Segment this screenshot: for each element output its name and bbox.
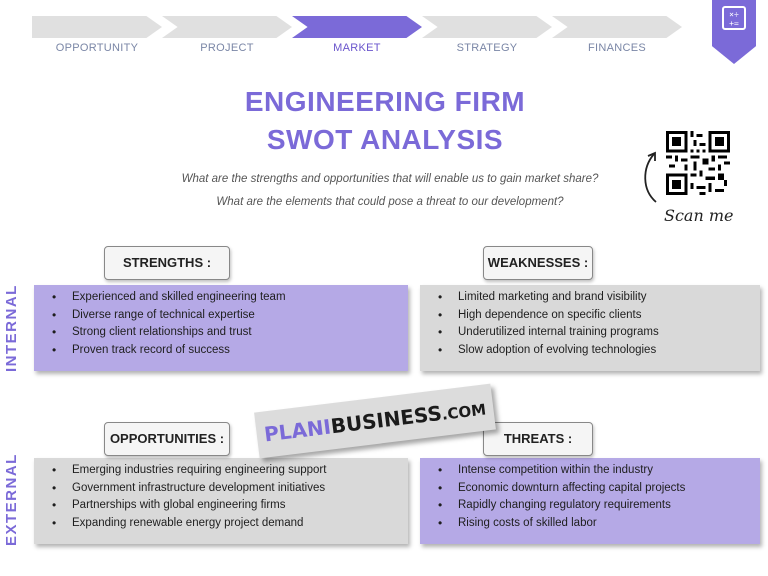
planibusiness-watermark: PLANIBUSINESS.COM: [254, 383, 496, 459]
list-item: Experienced and skilled engineering team: [52, 289, 400, 307]
external-label: EXTERNAL: [3, 453, 20, 546]
process-steps: OPPORTUNITY PROJECT MARKET STRATEGY FINA…: [32, 16, 682, 60]
page-title-line1: ENGINEERING FIRM: [244, 86, 526, 117]
opportunities-box: Emerging industries requiring engineerin…: [34, 458, 408, 544]
threats-box: Intense competition within the industry …: [420, 458, 760, 544]
step-label: OPPORTUNITY: [55, 42, 139, 54]
list-item: Rising costs of skilled labor: [438, 515, 752, 533]
strengths-header: STRENGTHS :: [104, 246, 230, 280]
step-chevron: [422, 16, 552, 38]
list-item: Partnerships with global engineering fir…: [52, 497, 400, 515]
curved-arrow-icon: [644, 151, 657, 203]
watermark-part1: PLANI: [262, 414, 333, 447]
list-item: High dependence on specific clients: [438, 307, 752, 325]
corner-flag[interactable]: ×÷+=: [712, 0, 756, 64]
step-chevron: [552, 16, 682, 38]
list-item: Diverse range of technical expertise: [52, 307, 400, 325]
calculator-icon: ×÷+=: [722, 6, 746, 30]
step-label: FINANCES: [587, 42, 647, 54]
step-chevron: [292, 16, 422, 38]
step-finances[interactable]: FINANCES: [552, 16, 682, 60]
list-item: Economic downturn affecting capital proj…: [438, 480, 752, 498]
page-title-line2: SWOT ANALYSIS: [266, 124, 504, 155]
step-chevron: [162, 16, 292, 38]
strengths-box: Experienced and skilled engineering team…: [34, 285, 408, 371]
question-2: What are the elements that could pose a …: [216, 196, 564, 208]
qr-code-icon[interactable]: [666, 131, 730, 195]
step-label: STRATEGY: [456, 42, 518, 54]
threats-header: THREATS :: [483, 422, 593, 456]
list-item: Limited marketing and brand visibility: [438, 289, 752, 307]
step-market[interactable]: MARKET: [292, 16, 422, 60]
list-item: Proven track record of success: [52, 342, 400, 360]
list-item: Government infrastructure development in…: [52, 480, 400, 498]
watermark-part2: BUSINESS: [329, 400, 444, 439]
list-item: Underutilized internal training programs: [438, 324, 752, 342]
opportunities-header: OPPORTUNITIES :: [104, 422, 230, 456]
step-chevron: [32, 16, 162, 38]
list-item: Emerging industries requiring engineerin…: [52, 462, 400, 480]
list-item: Expanding renewable energy project deman…: [52, 515, 400, 533]
list-item: Strong client relationships and trust: [52, 324, 400, 342]
list-item: Intense competition within the industry: [438, 462, 752, 480]
question-1: What are the strengths and opportunities…: [181, 173, 599, 185]
step-strategy[interactable]: STRATEGY: [422, 16, 552, 60]
watermark-part3: .COM: [440, 400, 488, 424]
step-opportunity[interactable]: OPPORTUNITY: [32, 16, 162, 60]
weaknesses-header: WEAKNESSES :: [483, 246, 593, 280]
list-item: Rapidly changing regulatory requirements: [438, 497, 752, 515]
scan-me-label: Scan me: [664, 206, 734, 225]
step-label: PROJECT: [200, 42, 254, 54]
internal-label: INTERNAL: [3, 284, 20, 372]
list-item: Slow adoption of evolving technologies: [438, 342, 752, 360]
step-project[interactable]: PROJECT: [162, 16, 292, 60]
weaknesses-box: Limited marketing and brand visibility H…: [420, 285, 760, 371]
step-label: MARKET: [333, 42, 381, 54]
